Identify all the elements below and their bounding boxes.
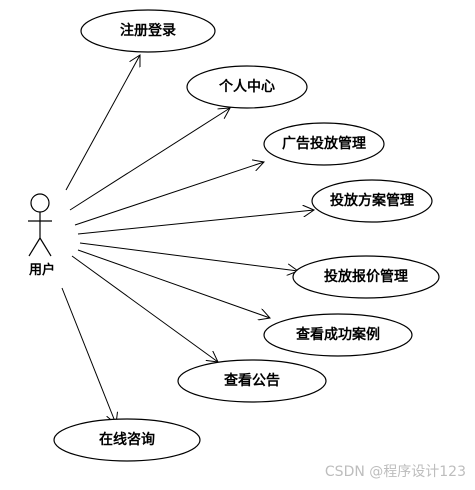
association-personal-center: [69, 108, 230, 211]
use-case-placement-plan-management[interactable]: 投放方案管理: [311, 179, 433, 223]
use-case-online-consultation[interactable]: 在线咨询: [53, 418, 201, 462]
association-announcements: [71, 255, 218, 362]
association-online-consultation: [61, 287, 116, 424]
use-case-ad-placement-management[interactable]: 广告投放管理: [263, 122, 385, 166]
watermark-text: CSDN @程序设计123: [325, 464, 466, 480]
association-success-cases: [77, 249, 270, 318]
association-placement-plan: [77, 210, 314, 235]
use-case-view-success-cases[interactable]: 查看成功案例: [263, 313, 413, 357]
association-ad-placement: [74, 162, 264, 226]
use-case-label: 注册登录: [120, 22, 176, 39]
associations: [61, 55, 314, 424]
use-case-label: 在线咨询: [99, 431, 155, 448]
use-case-placement-quote-management[interactable]: 投放报价管理: [292, 255, 440, 299]
use-case-register-login[interactable]: 注册登录: [80, 9, 216, 53]
use-case-label: 个人中心: [218, 78, 275, 95]
association-register-login: [65, 55, 140, 191]
use-case-label: 广告投放管理: [282, 135, 366, 152]
actor-figure: [28, 193, 52, 257]
use-case-label: 查看成功案例: [296, 326, 380, 343]
association-placement-quote: [79, 242, 298, 271]
actor-label: 用户: [28, 262, 55, 278]
use-case-view-announcements[interactable]: 查看公告: [177, 359, 327, 403]
use-case-personal-center[interactable]: 个人中心: [186, 65, 308, 109]
use-case-label: 投放报价管理: [324, 268, 408, 285]
use-case-label: 查看公告: [224, 372, 280, 389]
use-case-label: 投放方案管理: [330, 192, 414, 209]
